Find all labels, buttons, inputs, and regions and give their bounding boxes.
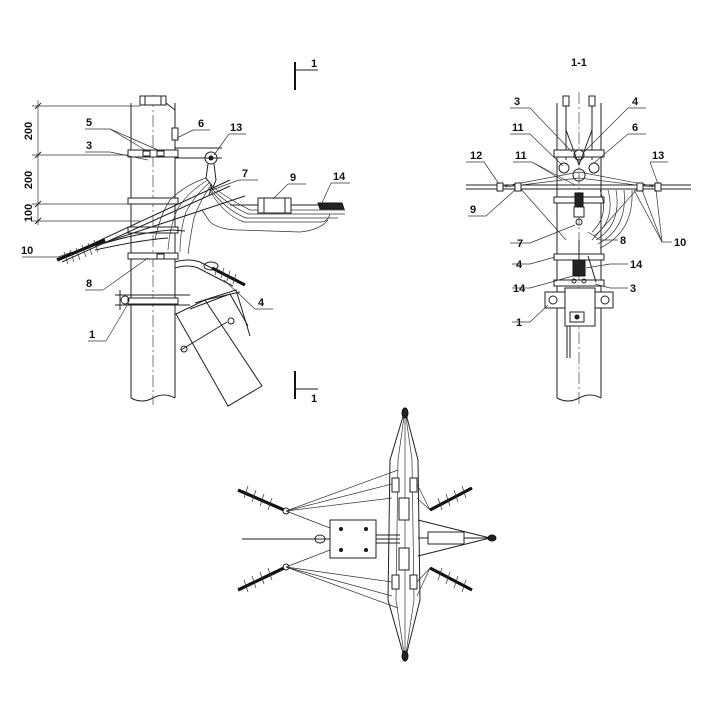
lower-bracket-4 (174, 259, 246, 287)
label-13: 13 (230, 122, 242, 134)
right-leaders (466, 107, 672, 323)
left-elevation-view: 200 200 100 1 1 (21, 58, 350, 407)
label-3-top: 3 (514, 96, 520, 108)
dim-200-middle: 200 (23, 171, 35, 189)
plan-insulator-upper-right (416, 483, 473, 512)
label-4: 4 (258, 297, 265, 309)
right-base-box (544, 287, 614, 358)
label-1: 1 (89, 329, 95, 341)
upper-crossarm (171, 126, 222, 196)
plan-insulator-lower-right (416, 566, 473, 597)
transformer-housing (175, 289, 263, 407)
label-7: 7 (517, 238, 523, 250)
right-lower-hardware (571, 240, 597, 284)
right-top-hardware (558, 129, 600, 226)
right-section-view: 1-1 (466, 57, 691, 405)
left-pole (130, 95, 176, 405)
left-insulator-10 (56, 238, 106, 265)
label-9: 9 (290, 172, 296, 184)
left-cable-bundle (154, 177, 345, 255)
label-13: 11 (512, 122, 524, 134)
label-10: 14 (513, 283, 526, 295)
plan-insulator-lower-left (237, 549, 399, 609)
label-11-left: 9 (470, 204, 476, 216)
dim-100: 100 (23, 204, 35, 222)
label-8: 14 (630, 259, 643, 271)
right-crossarm-wires (466, 171, 691, 249)
section-mark-top-label: 1 (311, 58, 317, 70)
dimension-chain: 200 200 100 (23, 100, 140, 225)
plan-view (237, 407, 497, 662)
section-mark-bottom-label: 1 (311, 393, 317, 405)
left-leaders (22, 128, 350, 342)
plan-insulator-upper-left (237, 469, 399, 529)
label-6: 6 (632, 122, 638, 134)
label-7: 7 (242, 168, 248, 180)
label-5: 5 (86, 117, 92, 129)
label-10: 10 (21, 245, 33, 257)
dim-200-upper: 200 (23, 122, 35, 140)
label-4-top: 4 (632, 96, 639, 108)
label-14-left: 12 (470, 150, 482, 162)
section-title: 1-1 (571, 57, 587, 69)
label-3-low: 3 (630, 283, 636, 295)
label-9: 8 (620, 235, 626, 247)
label-6: 6 (198, 118, 204, 130)
label-8: 8 (86, 278, 92, 290)
label-3: 3 (86, 140, 92, 152)
label-12: 11 (515, 150, 527, 162)
left-terminal-box (230, 197, 345, 214)
label-14-right: 13 (652, 150, 664, 162)
label-4-low: 4 (516, 259, 523, 271)
label-1: 1 (516, 317, 522, 329)
label-14: 14 (333, 171, 346, 183)
section-mark-1-1: 1 1 (294, 58, 318, 405)
label-11-right: 10 (674, 237, 686, 249)
